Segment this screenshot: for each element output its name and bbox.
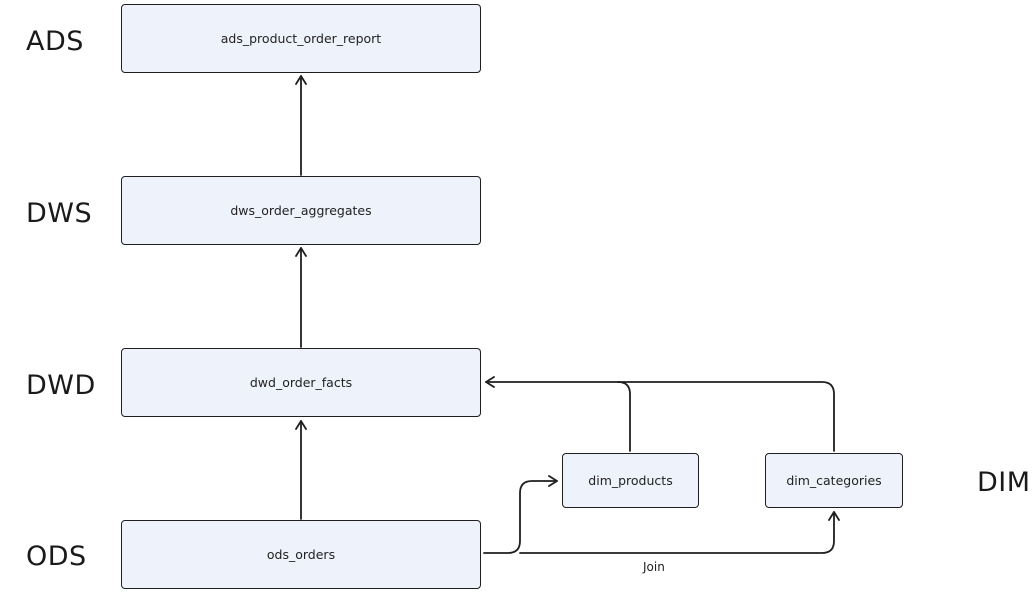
edge-dim-categories-to-dwd (485, 376, 835, 452)
node-ads-product-order-report[interactable]: ads_product_order_report (121, 4, 481, 73)
node-ods-orders[interactable]: ods_orders (121, 520, 481, 589)
node-dwd-order-facts[interactable]: dwd_order_facts (121, 348, 481, 417)
edge-ods-to-dim-categories (519, 511, 840, 554)
node-dws-order-aggregates[interactable]: dws_order_aggregates (121, 176, 481, 245)
edge-label-join: Join (643, 560, 665, 574)
layer-label-dwd: DWD (26, 370, 96, 401)
layer-label-dws: DWS (26, 198, 93, 229)
edge-ods-to-dim-products (483, 475, 558, 554)
layer-label-ads: ADS (26, 26, 84, 57)
node-dim-products[interactable]: dim_products (562, 453, 699, 508)
edge-dim-products-to-dwd (617, 381, 631, 452)
node-dim-categories[interactable]: dim_categories (765, 453, 903, 508)
layer-label-ods: ODS (26, 541, 87, 572)
layer-label-dim: DIM (977, 467, 1031, 498)
